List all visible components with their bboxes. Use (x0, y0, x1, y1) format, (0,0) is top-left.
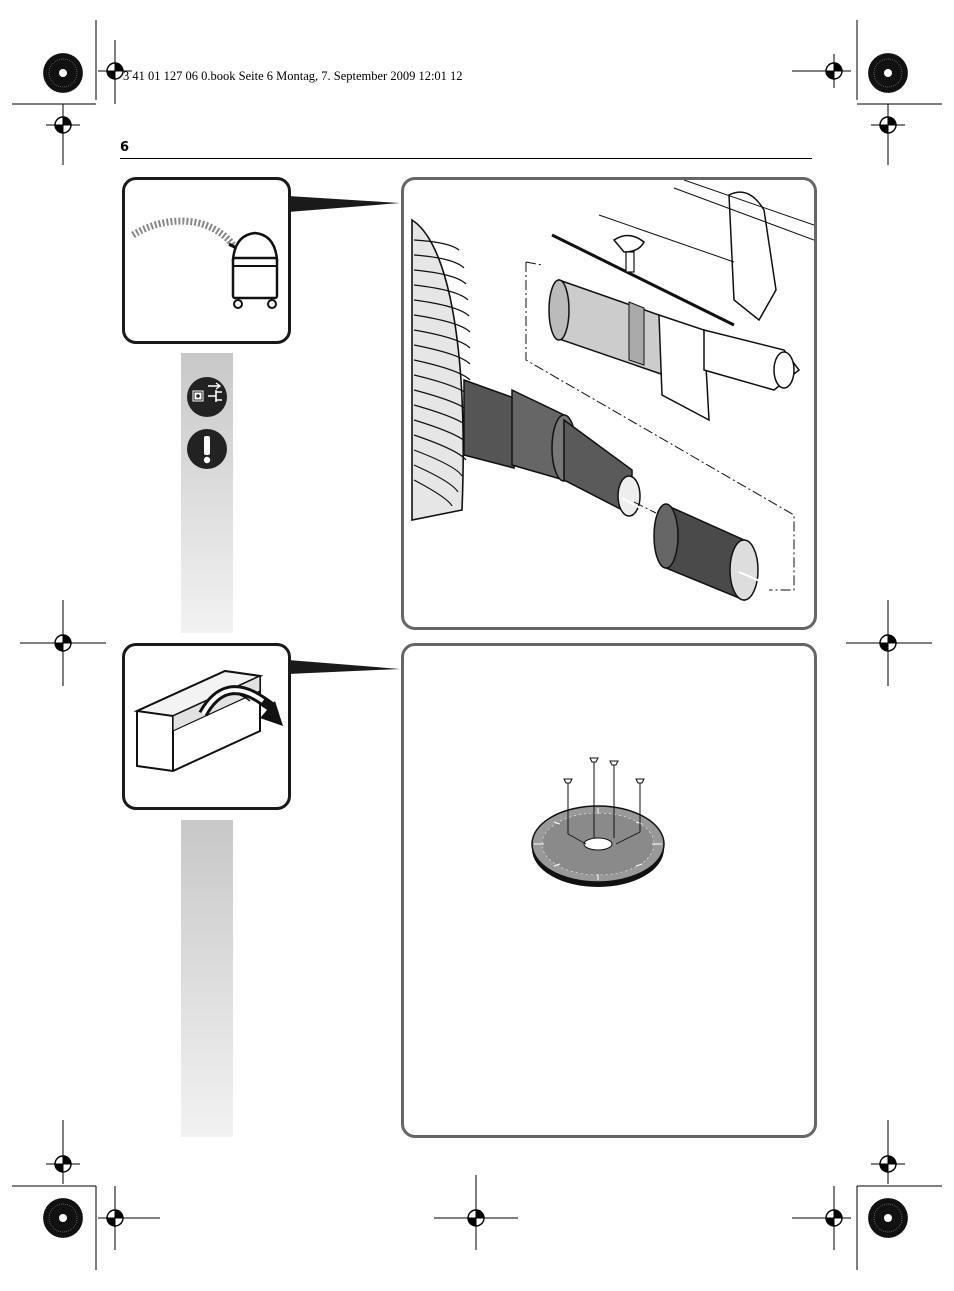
vacuum-cleaner-icon (131, 217, 279, 309)
header-divider (120, 158, 812, 159)
saw-blade-panel (401, 643, 817, 1138)
callout-pointer (288, 196, 400, 212)
starburst-mark (867, 52, 909, 94)
saw-blade-with-screws-illustration (531, 757, 665, 887)
starburst-mark (42, 1197, 84, 1239)
file-info-header: 3 41 01 127 06 0.book Seite 6 Montag, 7.… (123, 69, 463, 83)
open-box-icon (133, 669, 283, 773)
vacuum-hint-panel (122, 177, 291, 344)
unplug-power-icon (187, 377, 227, 417)
sidebar-gradient-bar (181, 820, 233, 1137)
starburst-mark (42, 52, 84, 94)
warning-exclamation-icon (187, 429, 227, 469)
starburst-mark (867, 1197, 909, 1239)
dust-extraction-hose-illustration (411, 180, 814, 602)
callout-pointer (288, 660, 400, 674)
page-number: 6 (120, 140, 130, 155)
hose-adapter-panel (401, 177, 817, 630)
packaging-hint-panel (122, 643, 291, 810)
